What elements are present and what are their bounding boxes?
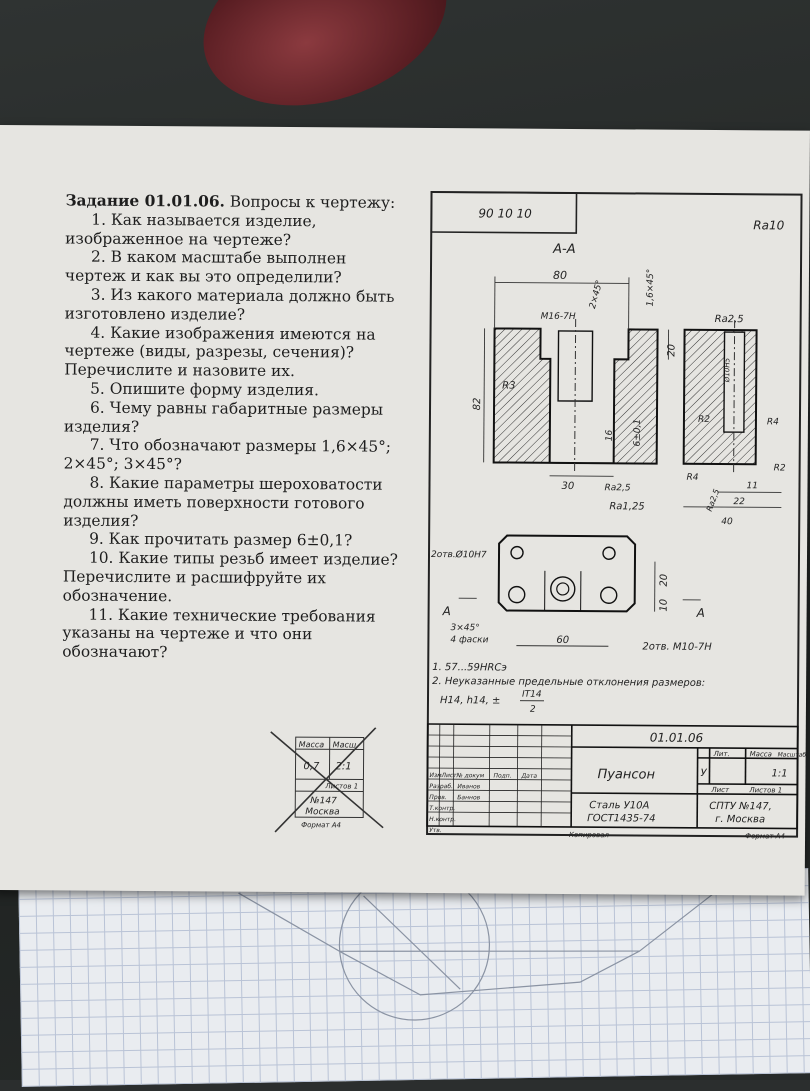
task-header: Задание 01.01.06. Вопросы к чертежу: [65, 191, 405, 212]
ra-2-5-c: Ra2,5 [705, 488, 722, 513]
tb-col-sign: Подп. [493, 772, 511, 779]
roughness-general: Ra10 [753, 218, 784, 232]
stamp-val1: 0,7 [303, 761, 320, 772]
question-8: 8. Какие параметры шероховатости должны … [63, 473, 403, 532]
tb-role-4: Н.контр. [429, 816, 456, 823]
dim-tol: 6±0,1 [633, 419, 643, 447]
dim-16: 16 [605, 430, 615, 442]
material-2: ГОСТ1435-74 [587, 813, 655, 824]
dim-r2-b: R2 [774, 463, 786, 473]
notebook-sketch [18, 868, 810, 1087]
dim-80: 80 [553, 269, 567, 282]
note-1: 1. 57...59HRCэ [432, 662, 507, 674]
dim-82: 82 [472, 398, 483, 411]
tb-role-2: Пров. [429, 794, 447, 801]
tb-col-izm: Изм [429, 772, 442, 779]
question-11: 11. Какие технические требования указаны… [62, 605, 402, 664]
question-7: 7. Что обозначают размеры 1,6×45°; 2×45°… [64, 436, 404, 476]
tb-col-list: Лист [440, 772, 457, 779]
question-10: 10. Какие типы резьб имеет изделие? Пере… [63, 549, 403, 608]
tb-lit-val: У [700, 768, 707, 779]
dim-11: 11 [746, 481, 758, 491]
section-label: А-А [552, 242, 576, 257]
tb-lit: Лит. [713, 750, 730, 758]
question-4: 4. Какие изображения имеются на чертеже … [64, 323, 404, 382]
question-2: 2. В каком масштабе выполнен чертеж и ка… [65, 248, 405, 288]
plan-dim-10: 10 [659, 599, 670, 612]
note-2: 2. Неуказанные предельные отклонения раз… [432, 676, 705, 689]
dim-30: 30 [561, 481, 574, 492]
crossed-stamp: Масса Масш 0,7 2:1 Листов 1 №147 Москва … [265, 727, 396, 838]
hole-10h5: Ø10Н5 [723, 357, 731, 383]
part-name: Пуансон [597, 767, 655, 782]
note-3: Н14, h14, ± [440, 695, 500, 706]
tb-format: Формат А4 [745, 832, 785, 840]
stamp-mass: Масса [299, 740, 325, 749]
stamp-format: Формат А4 [301, 821, 341, 829]
cut-a-right: А [696, 606, 705, 620]
note-frac-top: IT14 [522, 690, 542, 700]
stamp-scale: Масш [333, 740, 357, 749]
question-3: 3. Из какого материала должно быть изгот… [65, 285, 405, 325]
tb-scale-h: Масштаб [778, 751, 807, 758]
code-box-text: 90 10 10 [478, 206, 532, 220]
cut-a-left: А [442, 604, 451, 618]
task-intro: Вопросы к чертежу: [230, 193, 396, 212]
stamp-org: №147 [309, 796, 337, 806]
dim-40: 40 [721, 517, 733, 527]
ra-2-5-b: Ra2,5 [715, 314, 744, 325]
dim-chamfer-2: 2×45° [588, 279, 605, 310]
plan-view [499, 535, 636, 611]
stamp-sheets: Листов 1 [324, 782, 358, 790]
chamfer-3: 3×45° [450, 623, 479, 633]
question-9: 9. Как прочитать размер 6±0,1? [63, 530, 403, 551]
dim-r3: R3 [502, 381, 515, 392]
plan-dim-20: 20 [659, 574, 670, 587]
drawing-frame [427, 192, 801, 837]
tb-sheet: Лист [710, 786, 730, 794]
plan-dim-60: 60 [556, 635, 569, 646]
holes-10h7: 2отв.Ø10Н7 [431, 549, 487, 560]
tb-sheets: Листов 1 [748, 786, 782, 794]
questions-block: Задание 01.01.06. Вопросы к чертежу: 1. … [62, 191, 405, 663]
org-2: г. Москва [715, 814, 765, 825]
tb-role-1: Разраб. [429, 783, 453, 790]
note-frac-bot: 2 [530, 705, 536, 715]
tb-mass: Масса [750, 750, 772, 758]
tb-col-doc: № докум [455, 772, 484, 779]
dim-22: 22 [733, 497, 745, 507]
tb-role-3: Т.контр. [429, 805, 455, 812]
section-view [494, 318, 757, 472]
doc-number: 01.01.06 [650, 731, 704, 745]
org-1: СПТУ №147, [709, 801, 772, 812]
stamp-city: Москва [305, 807, 340, 817]
dim-chamfer-16: 1,6×45° [646, 269, 656, 307]
question-5: 5. Опишите форму изделия. [64, 379, 404, 400]
chamfer-3-note: 4 фаски [450, 635, 488, 645]
tb-col-date: Дата [520, 773, 537, 780]
question-6: 6. Чему равны габаритные размеры изделия… [64, 398, 404, 438]
dim-r2-a: R2 [698, 415, 710, 425]
dim-thread-m16: М16-7Н [541, 312, 576, 322]
holes-m10: 2отв. М10-7Н [642, 641, 712, 652]
ra-2-5-a: Ra2,5 [604, 483, 630, 493]
grid-notebook [18, 868, 810, 1087]
material-1: Сталь У10А [589, 800, 649, 811]
tb-role-5: Утв. [429, 827, 442, 834]
task-sheet: Задание 01.01.06. Вопросы к чертежу: 1. … [0, 125, 810, 896]
ra-1-25: Ra1,25 [609, 501, 644, 512]
question-1: 1. Как называется изделие, изображенное … [65, 210, 405, 250]
stamp-val2: 2:1 [335, 761, 351, 772]
tb-copied: Копировал [569, 831, 610, 839]
dim-20: 20 [666, 344, 677, 357]
tb-scale-val: 1:1 [771, 768, 787, 779]
dim-r4-a: R4 [767, 417, 779, 427]
tb-name-1: Иванов [457, 783, 480, 790]
dim-r4-b: R4 [687, 473, 699, 483]
task-title: Задание 01.01.06. [65, 191, 225, 210]
tb-name-2: Баннов [457, 794, 480, 801]
technical-drawing: 90 10 10 Ra10 А-А 80 М16-7Н 2×45° 1,6×45… [419, 190, 810, 841]
